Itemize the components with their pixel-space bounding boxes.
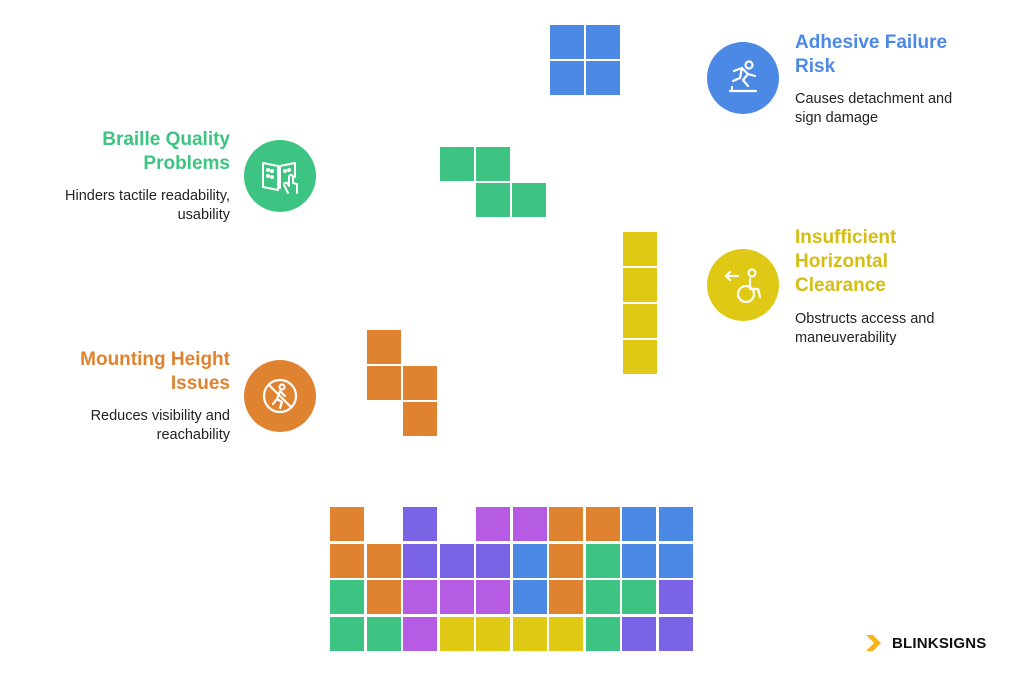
grid-block: [512, 543, 547, 578]
brand-logo: BLINKSIGNS: [864, 634, 987, 652]
yellow-piece-block: [623, 304, 657, 338]
grid-block: [366, 543, 401, 578]
blue-piece-block: [586, 61, 620, 95]
braille-book-icon: [262, 162, 298, 194]
grid-block: [330, 580, 364, 614]
blue-piece-block: [550, 61, 584, 95]
grid-block: [585, 616, 620, 651]
clearance-icon-circle: [707, 249, 779, 321]
grid-block: [658, 616, 693, 651]
grid-block: [549, 543, 583, 578]
braille-title: Braille Quality Problems: [102, 129, 230, 174]
braille-desc: Hinders tactile readability, usability: [65, 188, 230, 223]
grid-block: [512, 616, 547, 651]
yellow-piece-block: [623, 232, 657, 266]
clearance-desc: Obstructs access and maneuverability: [795, 311, 935, 346]
chevron-logo-icon: [866, 635, 881, 651]
no-climbing-icon: [262, 378, 298, 414]
green-piece-block: [476, 183, 510, 217]
orange-piece-block: [403, 402, 437, 436]
adhesive-icon-circle: [707, 42, 779, 114]
grid-block: [403, 580, 437, 614]
grid-block: [476, 543, 510, 578]
blue-piece-block: [586, 25, 620, 59]
grid-block: [330, 543, 364, 578]
grid-block: [512, 580, 547, 614]
grid-block: [330, 616, 364, 651]
slipping-person-icon: [728, 60, 758, 93]
grid-block: [439, 543, 474, 578]
grid-block: [622, 543, 656, 578]
grid-block: [512, 507, 547, 541]
grid-block: [585, 543, 620, 578]
grid-block: [403, 543, 437, 578]
orange-piece-block: [403, 366, 437, 400]
grid-block: [549, 616, 583, 651]
adhesive-title: Adhesive Failure Risk: [795, 32, 948, 77]
grid-block: [476, 580, 510, 614]
grid-block: [549, 507, 583, 541]
grid-block: [585, 507, 620, 541]
grid-block: [622, 616, 656, 651]
mounting-icon-circle: [244, 360, 316, 432]
grid-block: [330, 507, 364, 541]
grid-block: [622, 507, 656, 541]
mounting-desc: Reduces visibility and reachability: [90, 408, 230, 443]
grid-block: [585, 580, 620, 614]
grid-block: [403, 616, 437, 651]
braille-icon-circle: [244, 140, 316, 212]
grid-block: [658, 507, 693, 541]
green-piece-block: [512, 183, 546, 217]
adhesive-desc: Causes detachment and sign damage: [795, 91, 953, 126]
green-piece-block: [440, 147, 474, 181]
orange-piece-block: [367, 330, 401, 364]
orange-piece-block: [367, 366, 401, 400]
grid-block: [658, 580, 693, 614]
wheelchair-icon: [724, 268, 762, 304]
grid-block: [658, 543, 693, 578]
green-piece-block: [476, 147, 510, 181]
grid-block: [476, 616, 510, 651]
grid-block: [366, 616, 401, 651]
grid-block: [549, 580, 583, 614]
mounting-title: Mounting Height Issues: [80, 349, 230, 394]
grid-block: [622, 580, 656, 614]
grid-block: [476, 507, 510, 541]
brand-name: BLINKSIGNS: [892, 634, 987, 652]
grid-block: [439, 580, 474, 614]
blue-piece-block: [550, 25, 584, 59]
grid-block: [403, 507, 437, 541]
clearance-title: Insufficient Horizontal Clearance: [795, 227, 897, 296]
grid-block: [439, 616, 474, 651]
yellow-piece-block: [623, 268, 657, 302]
grid-block: [366, 580, 401, 614]
yellow-piece-block: [623, 340, 657, 374]
